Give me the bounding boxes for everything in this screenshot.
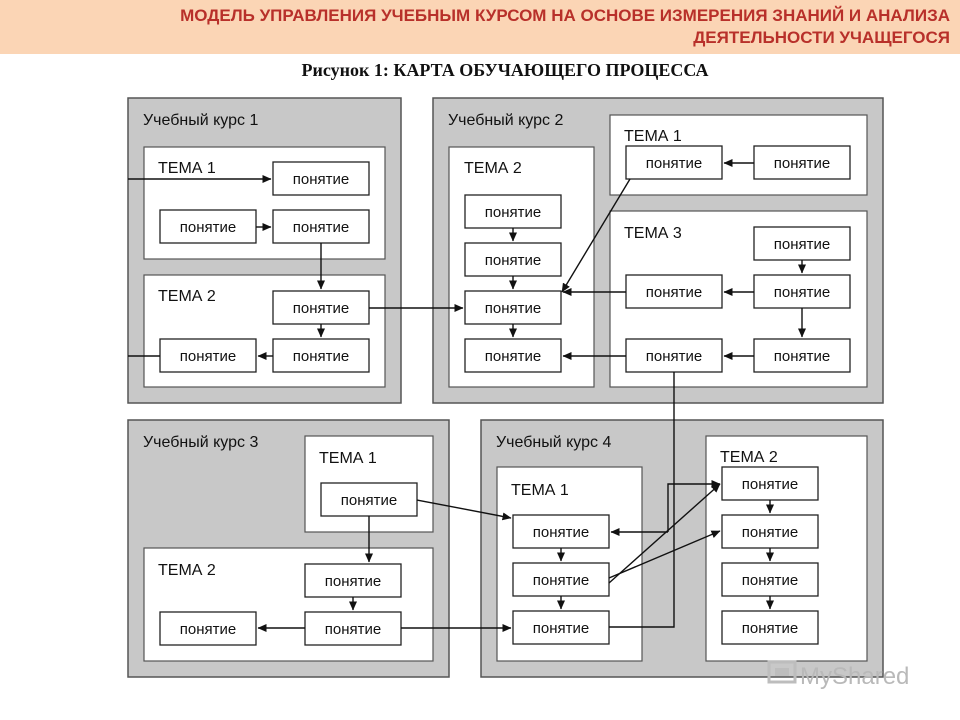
course-1-topic-2: ТЕМА 2 понятие понятие понятие	[143, 274, 386, 388]
svg-text:понятие: понятие	[485, 252, 541, 269]
svg-text:понятие: понятие	[742, 620, 798, 637]
concept-node: понятие	[721, 466, 819, 501]
svg-text:понятие: понятие	[742, 524, 798, 541]
concept-node: понятие	[753, 226, 851, 261]
svg-text:понятие: понятие	[180, 219, 236, 236]
concept-node: понятие	[272, 338, 370, 373]
svg-text:понятие: понятие	[742, 572, 798, 589]
svg-text:понятие: понятие	[293, 171, 349, 188]
course-1-label: Учебный курс 1	[143, 112, 258, 129]
svg-text:понятие: понятие	[325, 621, 381, 638]
svg-text:понятие: понятие	[180, 348, 236, 365]
concept-node: понятие	[512, 610, 610, 645]
svg-text:понятие: понятие	[533, 620, 589, 637]
svg-text:понятие: понятие	[293, 219, 349, 236]
course-2-topic-2: ТЕМА 2 понятие понятие понятие понятие	[448, 146, 595, 388]
course-1-topic-2-label: ТЕМА 2	[158, 288, 216, 305]
concept-node: понятие	[625, 274, 723, 309]
edge-arrow	[609, 372, 675, 628]
course-2: Учебный курс 2 ТЕМА 2 понятие понятие по…	[432, 97, 884, 404]
watermark-text: MyShared	[800, 663, 909, 690]
svg-text:понятие: понятие	[774, 284, 830, 301]
svg-text:понятие: понятие	[774, 236, 830, 253]
svg-text:понятие: понятие	[533, 524, 589, 541]
course-2-label: Учебный курс 2	[448, 112, 563, 129]
concept-node: понятие	[304, 611, 402, 646]
svg-text:понятие: понятие	[341, 492, 397, 509]
course-4-topic-2: ТЕМА 2 понятие понятие понятие понятие	[705, 435, 868, 662]
concept-node: понятие	[721, 514, 819, 549]
edge-arrow	[416, 499, 512, 521]
concept-node: понятие	[625, 338, 723, 373]
concept-node: понятие	[464, 338, 562, 373]
concept-node: понятие	[464, 290, 562, 325]
svg-text:понятие: понятие	[646, 348, 702, 365]
edge-arrow	[608, 483, 721, 584]
concept-node: понятие	[512, 514, 610, 549]
course-2-topic-1-label: ТЕМА 1	[624, 128, 682, 145]
svg-text:понятие: понятие	[485, 300, 541, 317]
concept-node: понятие	[753, 338, 851, 373]
svg-text:понятие: понятие	[325, 573, 381, 590]
svg-text:понятие: понятие	[742, 476, 798, 493]
course-2-topic-3: ТЕМА 3 понятие понятие понятие понятие п…	[609, 210, 868, 388]
concept-node: понятие	[272, 290, 370, 325]
course-1-topic-1-label: ТЕМА 1	[158, 160, 216, 177]
edge-arrow	[667, 480, 721, 532]
slide-title-line-1: МОДЕЛЬ УПРАВЛЕНИЯ УЧЕБНЫМ КУРСОМ НА ОСНО…	[180, 6, 950, 25]
concept-node: понятие	[625, 145, 723, 180]
slide-header: МОДЕЛЬ УПРАВЛЕНИЯ УЧЕБНЫМ КУРСОМ НА ОСНО…	[0, 0, 960, 54]
svg-text:понятие: понятие	[293, 300, 349, 317]
course-4-topic-2-label: ТЕМА 2	[720, 449, 778, 466]
concept-node: понятие	[272, 161, 370, 196]
concept-node: понятие	[464, 194, 562, 229]
concept-node: понятие	[753, 274, 851, 309]
concept-node: понятие	[272, 209, 370, 244]
concept-node: понятие	[721, 562, 819, 597]
course-4-topic-1: ТЕМА 1 понятие понятие понятие	[496, 466, 643, 662]
svg-text:понятие: понятие	[180, 621, 236, 638]
course-2-topic-1: ТЕМА 1 понятие понятие	[609, 114, 868, 196]
edges	[128, 159, 806, 632]
edge-arrow	[561, 178, 631, 293]
svg-text:понятие: понятие	[646, 155, 702, 172]
concept-node: понятие	[159, 209, 257, 244]
course-4-topic-1-label: ТЕМА 1	[511, 482, 569, 499]
course-3: Учебный курс 3 ТЕМА 1 понятие ТЕМА 2 пон…	[127, 419, 450, 678]
svg-text:понятие: понятие	[774, 348, 830, 365]
concept-node: понятие	[464, 242, 562, 277]
slide-title-line-2: ДЕЯТЕЛЬНОСТИ УЧАЩЕГОСЯ	[693, 28, 950, 47]
course-3-topic-2-label: ТЕМА 2	[158, 562, 216, 579]
course-2-topic-3-label: ТЕМА 3	[624, 225, 682, 242]
course-2-topic-2-label: ТЕМА 2	[464, 160, 522, 177]
course-1: Учебный курс 1 ТЕМА 1 понятие понятие по…	[127, 97, 402, 404]
edge-arrow	[608, 530, 721, 579]
watermark: MyShared	[767, 660, 909, 690]
concept-node: понятие	[304, 563, 402, 598]
slide-title: МОДЕЛЬ УПРАВЛЕНИЯ УЧЕБНЫМ КУРСОМ НА ОСНО…	[10, 5, 950, 49]
presentation-icon	[767, 660, 797, 684]
course-3-topic-2: ТЕМА 2 понятие понятие понятие	[143, 547, 434, 662]
concept-node: понятие	[721, 610, 819, 645]
svg-text:понятие: понятие	[485, 204, 541, 221]
svg-text:понятие: понятие	[646, 284, 702, 301]
concept-node: понятие	[159, 611, 257, 646]
figure-title: Рисунок 1: КАРТА ОБУЧАЮЩЕГО ПРОЦЕССА	[301, 60, 709, 80]
course-3-topic-1: ТЕМА 1 понятие	[304, 435, 434, 533]
course-3-topic-1-label: ТЕМА 1	[319, 450, 377, 467]
concept-node: понятие	[320, 482, 418, 517]
concept-node: понятие	[512, 562, 610, 597]
concept-node: понятие	[753, 145, 851, 180]
svg-text:понятие: понятие	[533, 572, 589, 589]
course-1-topic-1: ТЕМА 1 понятие понятие понятие	[143, 146, 386, 260]
course-4-label: Учебный курс 4	[496, 434, 611, 451]
svg-text:понятие: понятие	[774, 155, 830, 172]
svg-text:понятие: понятие	[293, 348, 349, 365]
svg-text:понятие: понятие	[485, 348, 541, 365]
course-3-label: Учебный курс 3	[143, 434, 258, 451]
concept-node: понятие	[159, 338, 257, 373]
course-4: Учебный курс 4 ТЕМА 1 понятие понятие по…	[480, 419, 884, 678]
